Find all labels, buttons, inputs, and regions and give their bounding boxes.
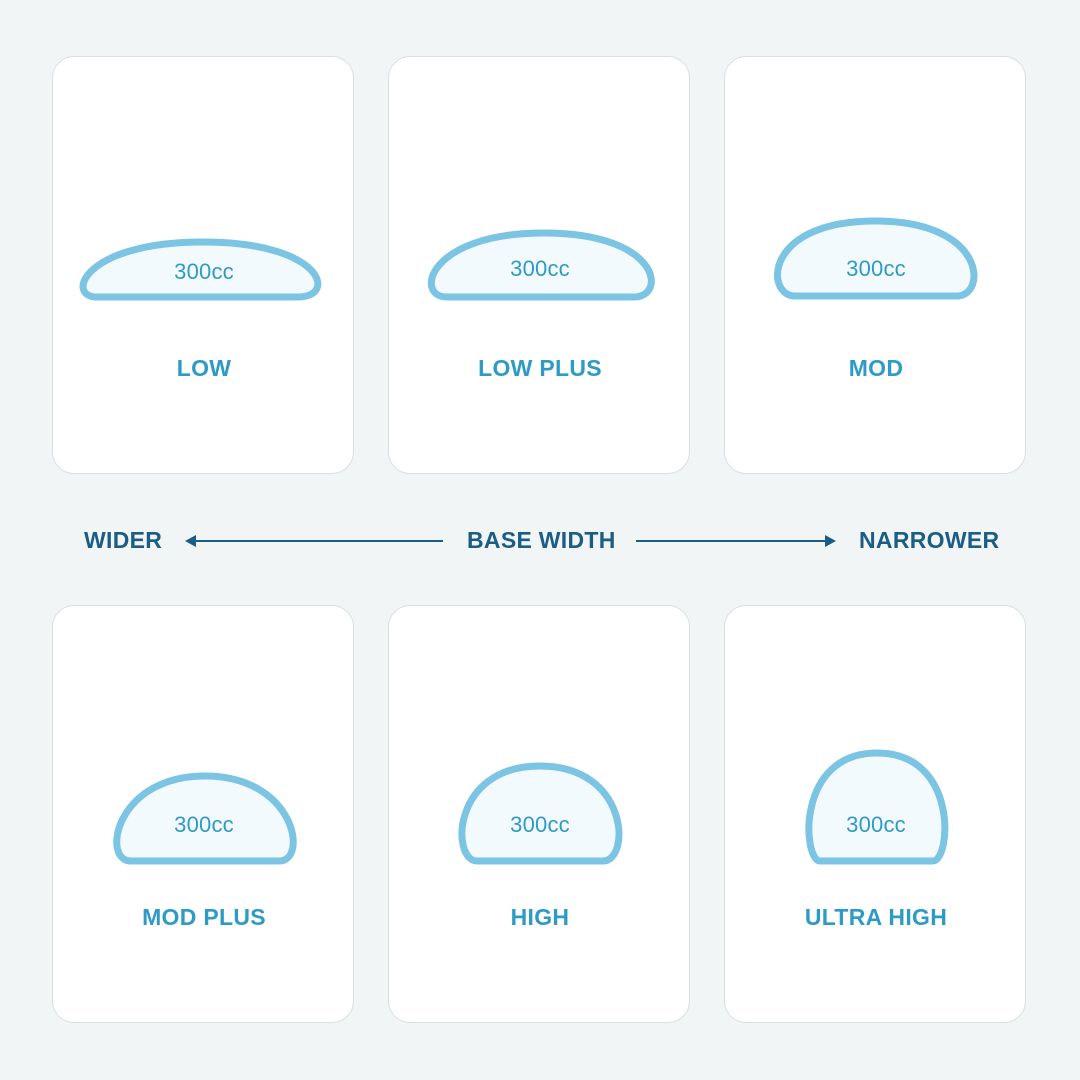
implant-volume: 300cc xyxy=(846,256,906,281)
implant-volume: 300cc xyxy=(510,812,570,837)
profile-label: MOD PLUS xyxy=(142,904,266,930)
implant-volume: 300cc xyxy=(510,256,570,281)
profile-label: HIGH xyxy=(510,904,570,930)
axis-narrower-label: NARROWER xyxy=(859,527,1000,553)
profile-label: LOW PLUS xyxy=(478,355,602,381)
profile-card-high: 300cc HIGH xyxy=(388,605,690,1023)
profile-label: ULTRA HIGH xyxy=(804,904,948,930)
implant-shape-mod-icon xyxy=(774,217,978,300)
profile-card-mod: 300cc MOD xyxy=(724,56,1026,474)
right-arrow-icon xyxy=(636,535,836,547)
implant-volume: 300cc xyxy=(174,259,234,284)
profile-label: LOW xyxy=(176,355,232,381)
left-arrow-icon xyxy=(185,535,443,547)
implant-volume: 300cc xyxy=(174,812,234,837)
profile-card-low: 300cc LOW xyxy=(52,56,354,474)
profile-card-low-plus: 300cc LOW PLUS xyxy=(388,56,690,474)
implant-shape-mod-plus-icon xyxy=(113,772,297,865)
implant-shape-low-icon xyxy=(79,238,322,301)
implant-shape-low-plus-icon xyxy=(427,229,655,301)
implant-shape-high-icon xyxy=(458,762,623,865)
profile-card-ultra-high: 300cc ULTRA HIGH xyxy=(724,605,1026,1023)
profile-label: MOD xyxy=(848,355,904,381)
axis-title: BASE WIDTH xyxy=(467,527,616,553)
implant-volume: 300cc xyxy=(846,812,906,837)
profile-card-mod-plus: 300cc MOD PLUS xyxy=(52,605,354,1023)
axis-wider-label: WIDER xyxy=(84,527,163,553)
implant-shape-ultra-high-icon xyxy=(805,749,949,865)
